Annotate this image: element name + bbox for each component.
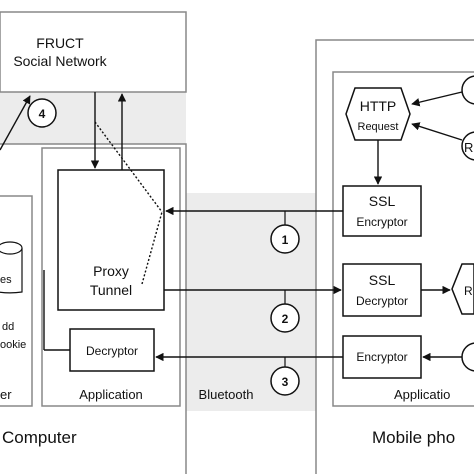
ssl-encryptor-label-1: SSL bbox=[369, 193, 396, 209]
proxy-tunnel-label-2: Tunnel bbox=[90, 282, 132, 298]
http-request-label-1: HTTP bbox=[360, 98, 397, 114]
arrow-input-top-to-http bbox=[411, 91, 463, 107]
encryptor-label: Encryptor bbox=[356, 350, 407, 364]
computer-boundary bbox=[0, 143, 187, 474]
arrow-step4 bbox=[0, 95, 31, 151]
step-1-badge: 1 bbox=[270, 224, 300, 254]
ssl-decryptor-label-2: Decryptor bbox=[356, 294, 408, 308]
step-2-badge: 2 bbox=[270, 303, 300, 333]
encryptor-box bbox=[342, 335, 422, 379]
step-2-number: 2 bbox=[282, 312, 289, 326]
left-application-box bbox=[0, 195, 33, 407]
social-network-subtitle: Social Network bbox=[13, 53, 107, 69]
mobile-application-label: Applicatio bbox=[394, 387, 450, 402]
mobile-result-box bbox=[451, 263, 474, 315]
ssl-encryptor-box bbox=[342, 185, 422, 237]
storage-label: es bbox=[0, 274, 12, 286]
ssl-decryptor-label-1: SSL bbox=[369, 272, 396, 288]
mobile-application-box bbox=[332, 71, 474, 407]
step-1-number: 1 bbox=[282, 233, 289, 247]
ssl-decryptor-box bbox=[342, 263, 422, 317]
partial-r-label-2: R bbox=[464, 284, 473, 298]
step-3-badge: 3 bbox=[270, 366, 300, 396]
arrow-dotted-decrypt bbox=[141, 211, 163, 285]
partial-r-label-1: R bbox=[464, 140, 473, 155]
computer-label: Computer bbox=[2, 428, 77, 447]
computer-application-label: Application bbox=[79, 387, 143, 402]
step-4-number: 4 bbox=[39, 107, 46, 121]
database-icon bbox=[0, 241, 23, 294]
mobile-input-circle-top bbox=[461, 75, 474, 105]
social-network-box bbox=[0, 11, 187, 93]
decryptor-label: Decryptor bbox=[86, 344, 138, 358]
flow-arrows bbox=[0, 91, 463, 362]
mobile-phone-boundary bbox=[315, 39, 474, 474]
mobile-input-circle-middle bbox=[461, 131, 474, 161]
http-request-label-2: Request bbox=[358, 121, 399, 133]
storage-sublabel-2: ookie bbox=[0, 339, 26, 351]
step-3-number: 3 bbox=[282, 375, 289, 389]
step-4-badge: 4 bbox=[27, 98, 57, 128]
proxy-tunnel-label-1: Proxy bbox=[93, 263, 129, 279]
arrow-input-mid-to-http bbox=[411, 122, 463, 141]
storage-sublabel-1: dd bbox=[2, 321, 14, 333]
bluetooth-label: Bluetooth bbox=[199, 387, 254, 402]
left-application-label: er bbox=[0, 387, 12, 402]
arrow-dotted-network bbox=[94, 121, 163, 213]
mobile-phone-label: Mobile pho bbox=[372, 428, 455, 447]
http-request-box bbox=[345, 87, 411, 141]
proxy-tunnel-box bbox=[57, 169, 165, 311]
ssl-encryptor-label-2: Encryptor bbox=[356, 215, 407, 229]
social-network-title: FRUCT bbox=[36, 35, 84, 51]
